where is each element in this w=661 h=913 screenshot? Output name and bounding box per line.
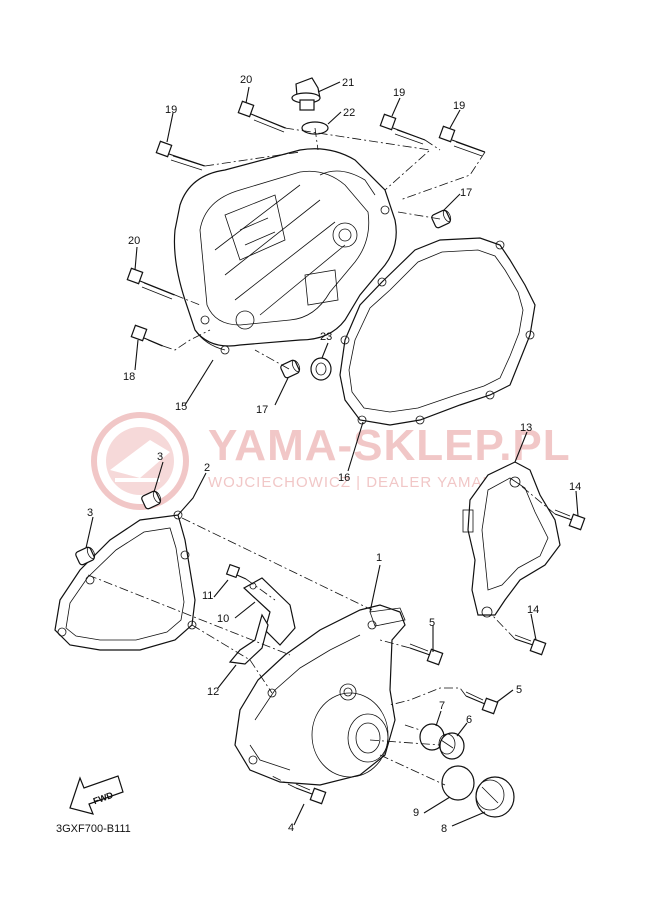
callout-20-left: 20 — [128, 235, 140, 247]
bracket-10 — [242, 577, 296, 646]
callout-13: 13 — [520, 422, 532, 434]
callout-10: 10 — [217, 613, 229, 625]
alignment-lines-lower — [87, 484, 556, 789]
oil-seal-23 — [310, 357, 332, 381]
plate-12 — [228, 613, 269, 665]
callout-9: 9 — [413, 807, 419, 819]
filler-plug-21 — [291, 77, 321, 111]
dowel-pin-17a — [431, 209, 452, 229]
bolt-20-top — [237, 100, 287, 133]
diagram-code: 3GXF700-B111 — [56, 823, 131, 835]
callout-2: 2 — [204, 462, 210, 474]
callout-14-lower: 14 — [527, 604, 539, 616]
callout-14-upper: 14 — [569, 481, 581, 493]
callout-11: 11 — [202, 590, 213, 602]
callout-5-lower: 5 — [516, 684, 522, 696]
bolt-19-right — [438, 125, 486, 157]
bolt-14-lower — [514, 634, 547, 656]
plug-6 — [438, 732, 465, 760]
dowel-pin-3b — [75, 546, 96, 566]
callout-16: 16 — [338, 472, 350, 484]
callout-17-upper: 17 — [460, 187, 472, 199]
callout-7: 7 — [439, 700, 445, 712]
callout-19-mid: 19 — [393, 87, 405, 99]
watermark-brand: YAMA-SKLEP.PL — [208, 421, 571, 470]
callout-12: 12 — [207, 686, 219, 698]
callout-15: 15 — [175, 401, 187, 413]
bolt-5-lower — [465, 691, 499, 715]
dowel-pin-17b — [280, 359, 301, 379]
callout-20-top: 20 — [240, 74, 252, 86]
watermark: YAMA-SKLEP.PL WOJCIECHOWICZ | DEALER YAM… — [91, 412, 571, 510]
crankcase-cover-lower — [234, 604, 406, 786]
callout-3-lower: 3 — [87, 507, 93, 519]
bolt-5-upper — [409, 643, 444, 666]
leader-lines — [85, 81, 579, 827]
callout-numbers: 21 22 20 19 19 19 17 20 23 18 15 17 16 1… — [87, 74, 581, 835]
callout-19-left: 19 — [165, 104, 177, 116]
callout-8: 8 — [441, 823, 447, 835]
bolt-4 — [295, 783, 327, 805]
callout-3-upper: 3 — [157, 451, 163, 463]
callout-4: 4 — [288, 822, 294, 834]
watermark-subtitle: WOJCIECHOWICZ | DEALER YAMAHA — [208, 474, 505, 491]
bolt-18 — [130, 324, 164, 347]
alignment-lines-upper — [162, 127, 486, 370]
watermark-logo — [91, 412, 189, 510]
bolt-19-left — [155, 140, 206, 171]
bolt-20-left — [126, 267, 176, 300]
gasket-lower — [54, 510, 197, 651]
callout-5-upper: 5 — [429, 617, 435, 629]
cover-13 — [462, 461, 561, 618]
callout-22: 22 — [343, 107, 355, 119]
plug-8 — [475, 776, 515, 818]
callout-18: 18 — [123, 371, 135, 383]
callout-6: 6 — [466, 714, 472, 726]
bolt-11 — [225, 563, 247, 580]
callout-23: 23 — [320, 331, 332, 343]
callout-21: 21 — [342, 77, 354, 89]
o-ring-9 — [441, 765, 475, 801]
dowel-pin-3a — [141, 490, 162, 510]
callout-1: 1 — [376, 552, 382, 564]
crankcase-cover-upper — [173, 148, 397, 355]
bolt-14-upper — [554, 509, 586, 531]
callout-19-right: 19 — [453, 100, 465, 112]
gasket-upper — [339, 237, 536, 426]
fwd-arrow-icon: FWD — [69, 775, 124, 815]
callout-17-lower: 17 — [256, 404, 268, 416]
bolt-19-mid — [379, 113, 426, 145]
